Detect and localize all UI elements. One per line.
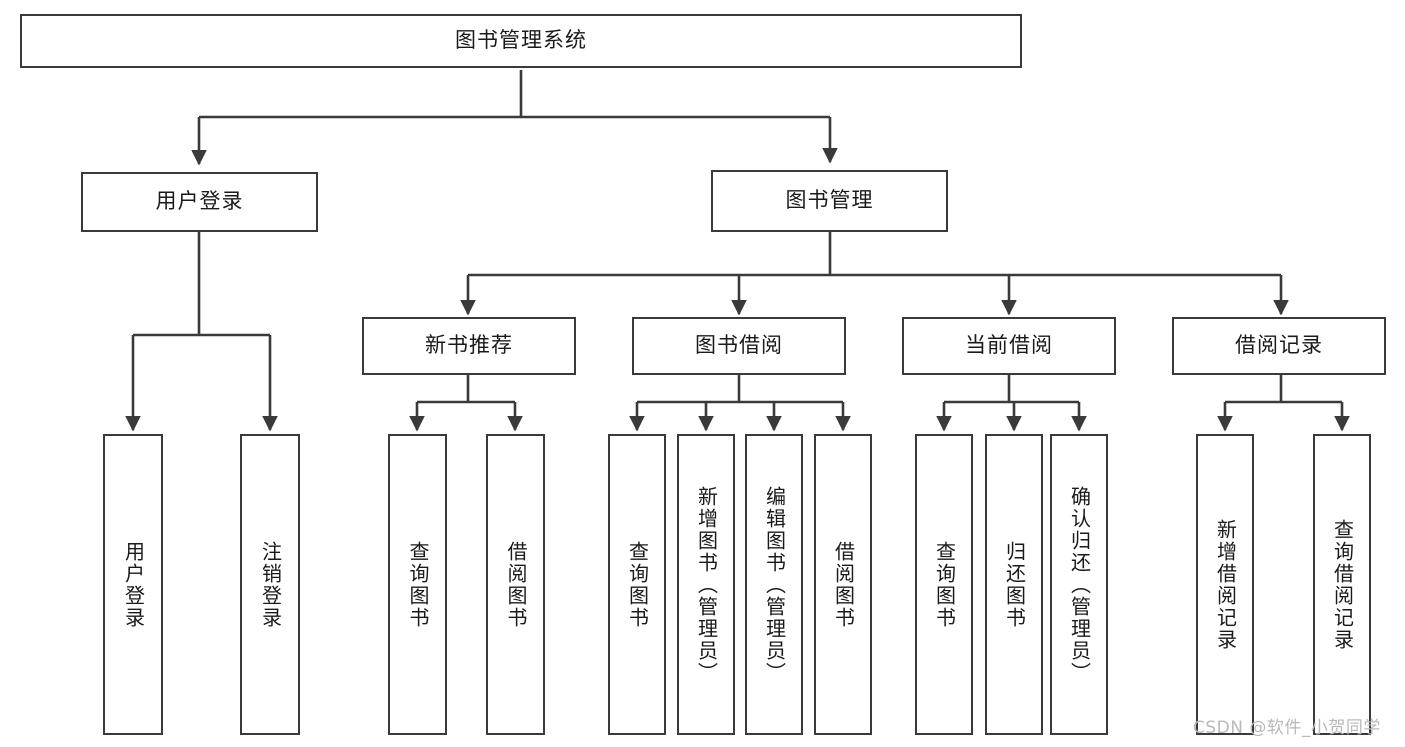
node-label: 编辑图书（管理员） (762, 485, 787, 684)
node-root-system[interactable]: 图书管理系统 (20, 14, 1022, 68)
node-label: 借阅图书 (831, 540, 856, 629)
leaf-confirm-return-admin[interactable]: 确认归还（管理员） (1050, 434, 1108, 735)
leaf-add-book-admin[interactable]: 新增图书（管理员） (677, 434, 735, 735)
node-book-management[interactable]: 图书管理 (711, 170, 948, 232)
node-label: 新书推荐 (425, 333, 513, 358)
node-label: 注销登录 (258, 540, 283, 629)
leaf-user-login[interactable]: 用户登录 (103, 434, 163, 735)
node-user-login[interactable]: 用户登录 (81, 172, 318, 232)
leaf-borrow-book[interactable]: 借阅图书 (814, 434, 872, 735)
node-label: 图书借阅 (695, 333, 783, 358)
node-new-book-recommend[interactable]: 新书推荐 (362, 317, 576, 375)
node-label: 查询图书 (625, 540, 650, 629)
node-label: 借阅图书 (504, 540, 528, 629)
node-label: 用户登录 (121, 540, 146, 629)
leaf-return-book[interactable]: 归还图书 (985, 434, 1043, 735)
node-current-borrow[interactable]: 当前借阅 (902, 317, 1116, 375)
node-label: 确认归还（管理员） (1067, 485, 1092, 684)
leaf-query-borrow-record[interactable]: 查询借阅记录 (1313, 434, 1371, 735)
node-label: 新增图书（管理员） (694, 485, 719, 684)
node-book-borrow[interactable]: 图书借阅 (632, 317, 846, 375)
node-borrow-record[interactable]: 借阅记录 (1172, 317, 1386, 375)
leaf-logout[interactable]: 注销登录 (240, 434, 300, 735)
node-label: 查询借阅记录 (1330, 518, 1355, 651)
node-label: 查询图书 (932, 540, 957, 629)
leaf-borrow-book-recommend[interactable]: 借阅图书 (486, 434, 545, 735)
node-label: 借阅记录 (1235, 333, 1323, 358)
node-label: 用户登录 (155, 189, 244, 214)
node-label: 图书管理系统 (455, 28, 587, 53)
node-label: 查询图书 (406, 540, 430, 629)
leaf-query-book-current[interactable]: 查询图书 (915, 434, 973, 735)
node-label: 归还图书 (1002, 540, 1027, 629)
leaf-add-borrow-record[interactable]: 新增借阅记录 (1196, 434, 1254, 735)
node-label: 当前借阅 (965, 333, 1053, 358)
leaf-query-book-recommend[interactable]: 查询图书 (388, 434, 447, 735)
node-label: 图书管理 (785, 188, 874, 213)
leaf-edit-book-admin[interactable]: 编辑图书（管理员） (745, 434, 803, 735)
leaf-query-book-borrow[interactable]: 查询图书 (608, 434, 666, 735)
node-label: 新增借阅记录 (1213, 518, 1238, 651)
